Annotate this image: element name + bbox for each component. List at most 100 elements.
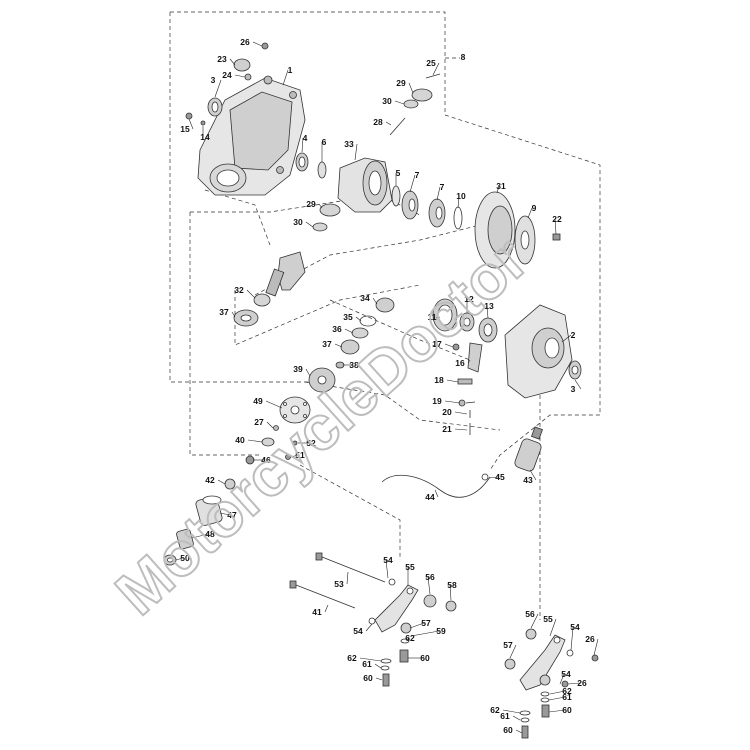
leader-37b: [231, 311, 236, 318]
leader-15: [188, 118, 194, 130]
callout-54d: 54: [561, 669, 571, 679]
callout-1: 1: [288, 65, 293, 75]
gear-stack: [391, 185, 463, 230]
leader-39: [305, 368, 311, 377]
leader-20: [454, 411, 468, 415]
cover-housing: [504, 304, 582, 399]
leader-16: [467, 359, 471, 364]
callout-21: 21: [442, 424, 452, 434]
leader-2: [561, 334, 572, 343]
leader-61b: [548, 696, 566, 701]
callout-3a: 3: [211, 75, 216, 85]
leader-33: [354, 143, 358, 161]
callout-55b: 55: [543, 614, 553, 624]
callout-37b: 37: [219, 307, 229, 317]
differential-carrier: [337, 157, 393, 213]
disc-assembly: [245, 396, 311, 465]
leader-57a: [409, 622, 425, 629]
callout-42: 42: [205, 475, 215, 485]
callout-7a: 7: [415, 170, 420, 180]
leader-26a: [252, 41, 263, 47]
leader-60b: [375, 677, 383, 681]
bearings-right: [432, 298, 498, 343]
callout-28: 28: [373, 117, 383, 127]
callout-30a: 30: [382, 96, 392, 106]
callout-18: 18: [434, 375, 444, 385]
callout-33: 33: [344, 139, 354, 149]
callout-22: 22: [552, 214, 562, 224]
leader-54a: [385, 559, 389, 579]
leader-18: [446, 379, 459, 383]
callout-38: 38: [349, 360, 359, 370]
top-left-fasteners: [185, 42, 269, 126]
leader-24: [234, 74, 246, 78]
callout-61c: 61: [500, 711, 510, 721]
outline-left-group: [169, 12, 310, 383]
callout-16: 16: [455, 358, 465, 368]
leader-34: [372, 297, 378, 305]
callout-35: 35: [343, 312, 353, 322]
pinion-shaft: [233, 251, 306, 327]
leader-32: [246, 289, 256, 299]
leader-40: [247, 439, 263, 443]
leader-56a: [427, 576, 431, 595]
callout-41: 41: [312, 607, 322, 617]
leader-4: [301, 137, 304, 153]
leader-9: [527, 207, 533, 219]
lever-left: [368, 578, 457, 687]
callout-61a: 61: [362, 659, 372, 669]
callout-14: 14: [200, 132, 210, 142]
callout-11: 11: [428, 312, 437, 322]
leader-26b: [593, 638, 599, 656]
callout-27: 27: [254, 417, 264, 427]
callout-7b: 7: [440, 182, 445, 192]
callout-60c: 60: [562, 705, 572, 715]
leader-61c: [512, 715, 521, 721]
gearbox-housing: [197, 75, 306, 196]
leader-23: [229, 58, 236, 66]
leader-59: [410, 630, 440, 637]
leader-35: [355, 316, 362, 322]
callout-30b: 30: [293, 217, 303, 227]
leader-29a: [408, 82, 414, 94]
callout-50: 50: [180, 553, 190, 563]
ring-gear-hub: [474, 191, 561, 269]
callout-2: 2: [571, 330, 576, 340]
leader-22: [554, 218, 557, 235]
leader-21: [454, 428, 468, 431]
leader-37a: [334, 343, 343, 348]
leader-56b: [530, 613, 539, 629]
lever-right: [504, 628, 599, 739]
callout-62a: 62: [405, 633, 415, 643]
leader-55b: [549, 618, 557, 637]
callout-29b: 29: [306, 199, 316, 209]
callout-60a: 60: [420, 653, 430, 663]
leader-60d: [515, 729, 523, 734]
callout-17: 17: [432, 339, 442, 349]
leader-25: [432, 62, 440, 76]
leader-26c: [567, 682, 581, 685]
drive-sleeves: [163, 478, 236, 566]
callout-leaders: [175, 41, 599, 734]
leader-3b: [574, 379, 582, 390]
leader-47: [219, 512, 231, 516]
callout-54c: 54: [570, 622, 580, 632]
callout-10: 10: [456, 191, 466, 201]
leader-54d: [559, 673, 565, 685]
callout-53: 53: [334, 579, 344, 589]
callout-44: 44: [425, 492, 435, 502]
callout-26b: 26: [585, 634, 595, 644]
long-bolts: [289, 552, 386, 609]
hose-sensor: [381, 426, 543, 498]
middle-stack: [308, 297, 395, 393]
leader-29b: [318, 203, 323, 209]
callout-15: 15: [180, 124, 190, 134]
leader-49: [265, 400, 283, 409]
callout-57a: 57: [421, 618, 431, 628]
leader-61a: [374, 663, 382, 669]
leader-41: [324, 604, 329, 613]
leader-30b: [305, 221, 314, 228]
leader-1: [282, 69, 289, 86]
leader-10: [457, 195, 460, 209]
